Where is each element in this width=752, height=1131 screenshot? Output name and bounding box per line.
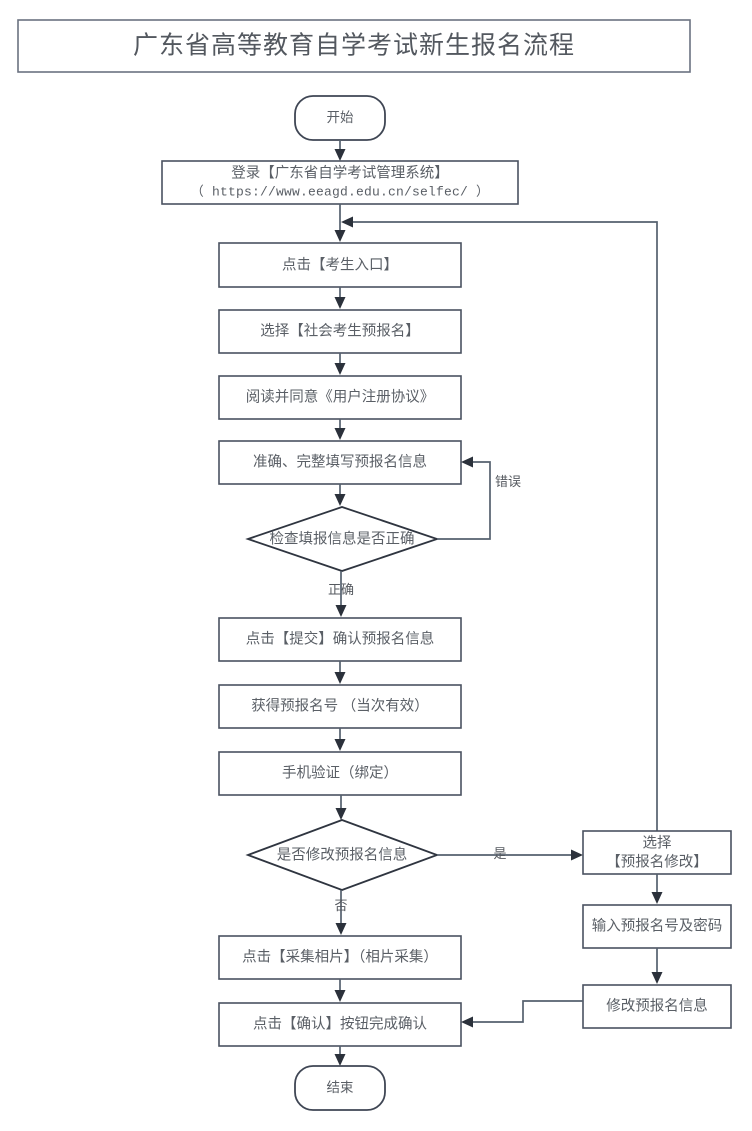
connector-submit-to-number bbox=[334, 661, 346, 684]
node-start-label: 开始 bbox=[327, 110, 354, 125]
edge-label-yes: 是 bbox=[493, 846, 506, 861]
connector-no-to-collect-photo: 否 bbox=[334, 890, 348, 935]
connector-phone-to-modify-decision bbox=[335, 795, 347, 820]
connector-select-modify-to-credentials bbox=[651, 874, 663, 904]
node-read-agreement-label: 阅读并同意《用户注册协议》 bbox=[246, 387, 435, 405]
connector-error-loop: 错误 bbox=[437, 456, 521, 540]
node-collect-photo-label: 点击【采集相片】（相片采集） bbox=[242, 948, 438, 965]
connector-photo-to-confirm bbox=[334, 979, 346, 1002]
connector-correct-to-submit: 正确 bbox=[328, 571, 354, 617]
node-fill-info-label: 准确、完整填写预报名信息 bbox=[253, 453, 427, 470]
node-phone-verification[interactable]: 手机验证（绑定） bbox=[218, 751, 462, 796]
connector-modify-info-to-confirm bbox=[461, 1000, 583, 1028]
node-candidate-entry-label: 点击【考生入口】 bbox=[282, 256, 398, 273]
connector-entry-to-social bbox=[334, 287, 346, 309]
node-login-line1: 登录【广东省自学考试管理系统】 bbox=[231, 164, 449, 181]
node-modify-decision[interactable]: 是否修改预报名信息 bbox=[245, 819, 440, 891]
node-check-info-label: 检查填报信息是否正确 bbox=[270, 530, 415, 547]
node-fill-preregistration-info[interactable]: 准确、完整填写预报名信息 bbox=[218, 440, 462, 485]
node-modify-info[interactable]: 修改预报名信息 bbox=[582, 984, 732, 1029]
node-submit-confirm[interactable]: 点击【提交】确认预报名信息 bbox=[218, 617, 462, 662]
connector-agreement-to-fill bbox=[334, 419, 346, 440]
node-confirm-button[interactable]: 点击【确认】按钮完成确认 bbox=[218, 1002, 462, 1047]
node-end[interactable]: 结束 bbox=[294, 1065, 386, 1111]
node-login-line2: （ https://www.eeagd.edu.cn/selfec/ ） bbox=[191, 184, 489, 199]
node-select-social-label: 选择【社会考生预报名】 bbox=[260, 322, 420, 339]
node-input-credentials[interactable]: 输入预报名号及密码 bbox=[582, 904, 732, 949]
node-get-registration-number[interactable]: 获得预报名号 （当次有效） bbox=[218, 684, 462, 729]
node-read-agreement[interactable]: 阅读并同意《用户注册协议》 bbox=[218, 375, 462, 420]
connector-yes-to-select-modify: 是 bbox=[437, 846, 583, 861]
connector-fill-to-check bbox=[334, 484, 346, 506]
node-login[interactable]: 登录【广东省自学考试管理系统】 （ https://www.eeagd.edu.… bbox=[161, 160, 519, 205]
node-candidate-entry[interactable]: 点击【考生入口】 bbox=[218, 242, 462, 288]
node-select-social-preregistration[interactable]: 选择【社会考生预报名】 bbox=[218, 309, 462, 354]
node-get-number-label: 获得预报名号 （当次有效） bbox=[251, 697, 429, 714]
chart-title-box: 广东省高等教育自学考试新生报名流程 bbox=[17, 19, 691, 73]
node-select-modify[interactable]: 选择 【预报名修改】 bbox=[582, 830, 732, 875]
edge-label-no: 否 bbox=[334, 898, 347, 913]
connector-return-to-entry bbox=[341, 216, 658, 831]
node-phone-verify-label: 手机验证（绑定） bbox=[282, 764, 398, 781]
chart-title-text: 广东省高等教育自学考试新生报名流程 bbox=[133, 32, 575, 60]
node-select-modify-line1: 选择 bbox=[643, 834, 672, 851]
node-submit-label: 点击【提交】确认预报名信息 bbox=[246, 629, 435, 647]
node-modify-decision-label: 是否修改预报名信息 bbox=[277, 846, 408, 863]
edge-label-error: 错误 bbox=[495, 474, 521, 489]
node-input-credentials-label: 输入预报名号及密码 bbox=[592, 917, 723, 934]
node-check-info-decision[interactable]: 检查填报信息是否正确 bbox=[245, 506, 440, 572]
node-confirm-label: 点击【确认】按钮完成确认 bbox=[253, 1015, 427, 1032]
connector-confirm-to-end bbox=[334, 1046, 346, 1066]
connector-social-to-agreement bbox=[334, 353, 346, 375]
node-select-modify-line2: 【预报名修改】 bbox=[606, 853, 708, 870]
node-collect-photo[interactable]: 点击【采集相片】（相片采集） bbox=[218, 935, 462, 980]
connector-login-to-entry bbox=[334, 204, 346, 242]
connector-number-to-phone bbox=[334, 728, 346, 751]
connector-start-to-login bbox=[334, 140, 346, 161]
node-end-label: 结束 bbox=[327, 1080, 354, 1095]
node-start[interactable]: 开始 bbox=[294, 95, 386, 141]
connector-credentials-to-modify-info bbox=[651, 948, 663, 984]
edge-label-correct: 正确 bbox=[328, 582, 354, 597]
node-modify-info-label: 修改预报名信息 bbox=[606, 997, 708, 1014]
